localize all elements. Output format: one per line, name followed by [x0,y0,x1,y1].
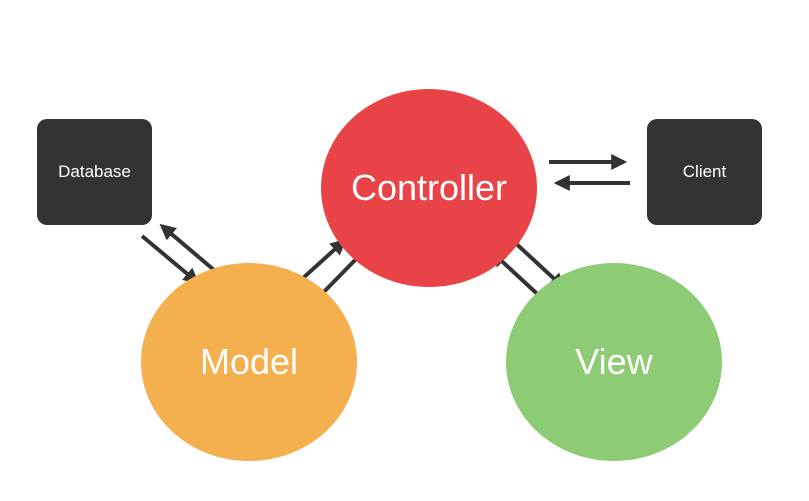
arrow-model-to-database [159,223,216,272]
client-label: Client [682,162,727,181]
model-node: Model [141,263,357,461]
controller-label: Controller [350,167,508,208]
view-label: View [575,341,653,382]
arrow-database-to-model [140,234,200,285]
database-label: Database [58,162,131,181]
client-node: Client [647,119,762,225]
controller-node: Controller [321,89,537,287]
view-node: View [506,263,722,461]
model-label: Model [199,341,299,382]
database-node: Database [37,119,152,225]
